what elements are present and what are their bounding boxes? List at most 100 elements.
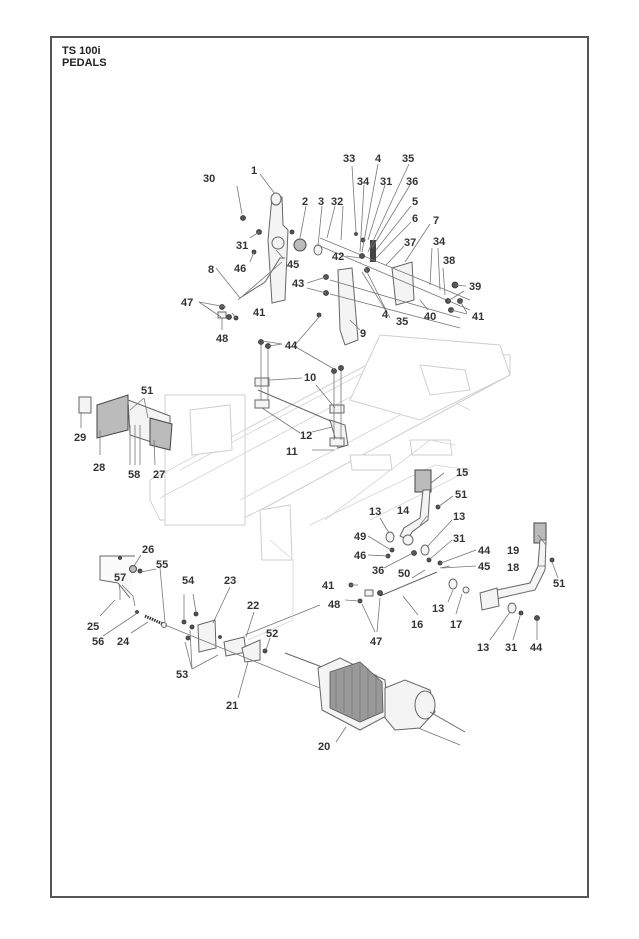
callout-30: 30 (203, 173, 215, 185)
callout-24: 24 (117, 636, 130, 648)
controller-box (78, 394, 173, 451)
callout-28: 28 (93, 462, 105, 474)
callout-58: 58 (128, 469, 140, 481)
leader-lines (80, 163, 559, 743)
callout-13: 13 (432, 603, 444, 615)
callout-19: 19 (507, 545, 519, 557)
callout-47: 47 (370, 636, 382, 648)
callout-4: 4 (382, 309, 389, 321)
linkage-rod-lower-2 (244, 604, 321, 636)
callout-39: 39 (469, 281, 481, 293)
callout-55: 55 (156, 559, 168, 571)
callout-45: 45 (478, 561, 490, 573)
callout-51: 51 (553, 578, 565, 590)
callout-26: 26 (142, 544, 154, 556)
gear-2 (293, 238, 307, 252)
callout-1: 1 (251, 165, 257, 177)
callout-31: 31 (505, 642, 517, 654)
callout-46: 46 (234, 263, 246, 275)
callout-45: 45 (287, 259, 299, 271)
callout-46: 46 (354, 550, 366, 562)
callout-8: 8 (208, 264, 214, 276)
callout-35: 35 (402, 153, 414, 165)
callout-57: 57 (114, 572, 126, 584)
pedal-assembly-18-19 (479, 522, 555, 621)
callout-27: 27 (153, 469, 165, 481)
callout-22: 22 (247, 600, 259, 612)
callout-labels: 1 2 3 4 4 5 6 7 8 9 10 11 12 13 13 13 13… (74, 153, 565, 753)
chassis-frame (149, 334, 511, 561)
spring-24 (135, 610, 167, 628)
callout-42: 42 (332, 251, 344, 263)
callout-51: 51 (455, 489, 467, 501)
model-name: TS 100i (62, 45, 101, 57)
pedal-lever-1 (267, 192, 289, 304)
rod-16 (348, 571, 470, 604)
linkage-25 (99, 555, 143, 607)
callout-12: 12 (300, 430, 312, 442)
callout-13: 13 (369, 506, 381, 518)
transaxle-motor-20 (284, 652, 466, 733)
callout-6: 6 (412, 213, 418, 225)
section-title: PEDALS (62, 57, 107, 69)
spring-6 (370, 240, 376, 262)
callout-38: 38 (443, 255, 455, 267)
bracket-23 (181, 611, 217, 653)
callout-32: 32 (331, 196, 343, 208)
title-block: TS 100i PEDALS (62, 45, 107, 69)
callout-31: 31 (453, 533, 465, 545)
callout-34: 34 (357, 176, 370, 188)
callout-17: 17 (450, 619, 462, 631)
callout-43: 43 (292, 278, 304, 290)
callout-40: 40 (424, 311, 436, 323)
callout-7: 7 (433, 215, 439, 227)
plate-7 (391, 261, 415, 306)
chassis-bracket-lower (247, 539, 294, 641)
callout-56: 56 (92, 636, 104, 648)
callout-37: 37 (404, 237, 416, 249)
callout-20: 20 (318, 741, 330, 753)
callout-2: 2 (302, 196, 308, 208)
callout-25: 25 (87, 621, 99, 633)
callout-29: 29 (74, 432, 86, 444)
callout-41: 41 (322, 580, 334, 592)
callout-4: 4 (375, 153, 382, 165)
callout-35: 35 (396, 316, 408, 328)
callout-14: 14 (397, 505, 410, 517)
callout-51: 51 (141, 385, 153, 397)
callout-48: 48 (328, 599, 340, 611)
callout-31: 31 (380, 176, 392, 188)
callout-15: 15 (456, 467, 468, 479)
callout-49: 49 (354, 531, 366, 543)
callout-41: 41 (253, 307, 265, 319)
bracket-9 (337, 267, 359, 346)
callout-3: 3 (318, 196, 324, 208)
callout-44: 44 (478, 545, 491, 557)
drawing-border (50, 36, 589, 898)
callout-9: 9 (360, 328, 366, 340)
callout-13: 13 (477, 642, 489, 654)
callout-11: 11 (286, 446, 298, 458)
callout-5: 5 (412, 196, 418, 208)
callout-44: 44 (285, 340, 298, 352)
cross-shaft-12 (254, 339, 349, 449)
callout-36: 36 (406, 176, 418, 188)
callout-16: 16 (411, 619, 423, 631)
callout-10: 10 (304, 372, 316, 384)
bracket-21-22 (218, 635, 268, 663)
callout-31: 31 (236, 240, 248, 252)
callout-48: 48 (216, 333, 228, 345)
callout-18: 18 (507, 562, 519, 574)
callout-23: 23 (224, 575, 236, 587)
callout-44: 44 (530, 642, 543, 654)
callout-36: 36 (372, 565, 384, 577)
callout-47: 47 (181, 297, 193, 309)
callout-21: 21 (226, 700, 238, 712)
callout-34: 34 (433, 236, 446, 248)
callout-41: 41 (472, 311, 484, 323)
callout-50: 50 (398, 568, 410, 580)
callout-33: 33 (343, 153, 355, 165)
callout-54: 54 (182, 575, 195, 587)
callout-52: 52 (266, 628, 278, 640)
